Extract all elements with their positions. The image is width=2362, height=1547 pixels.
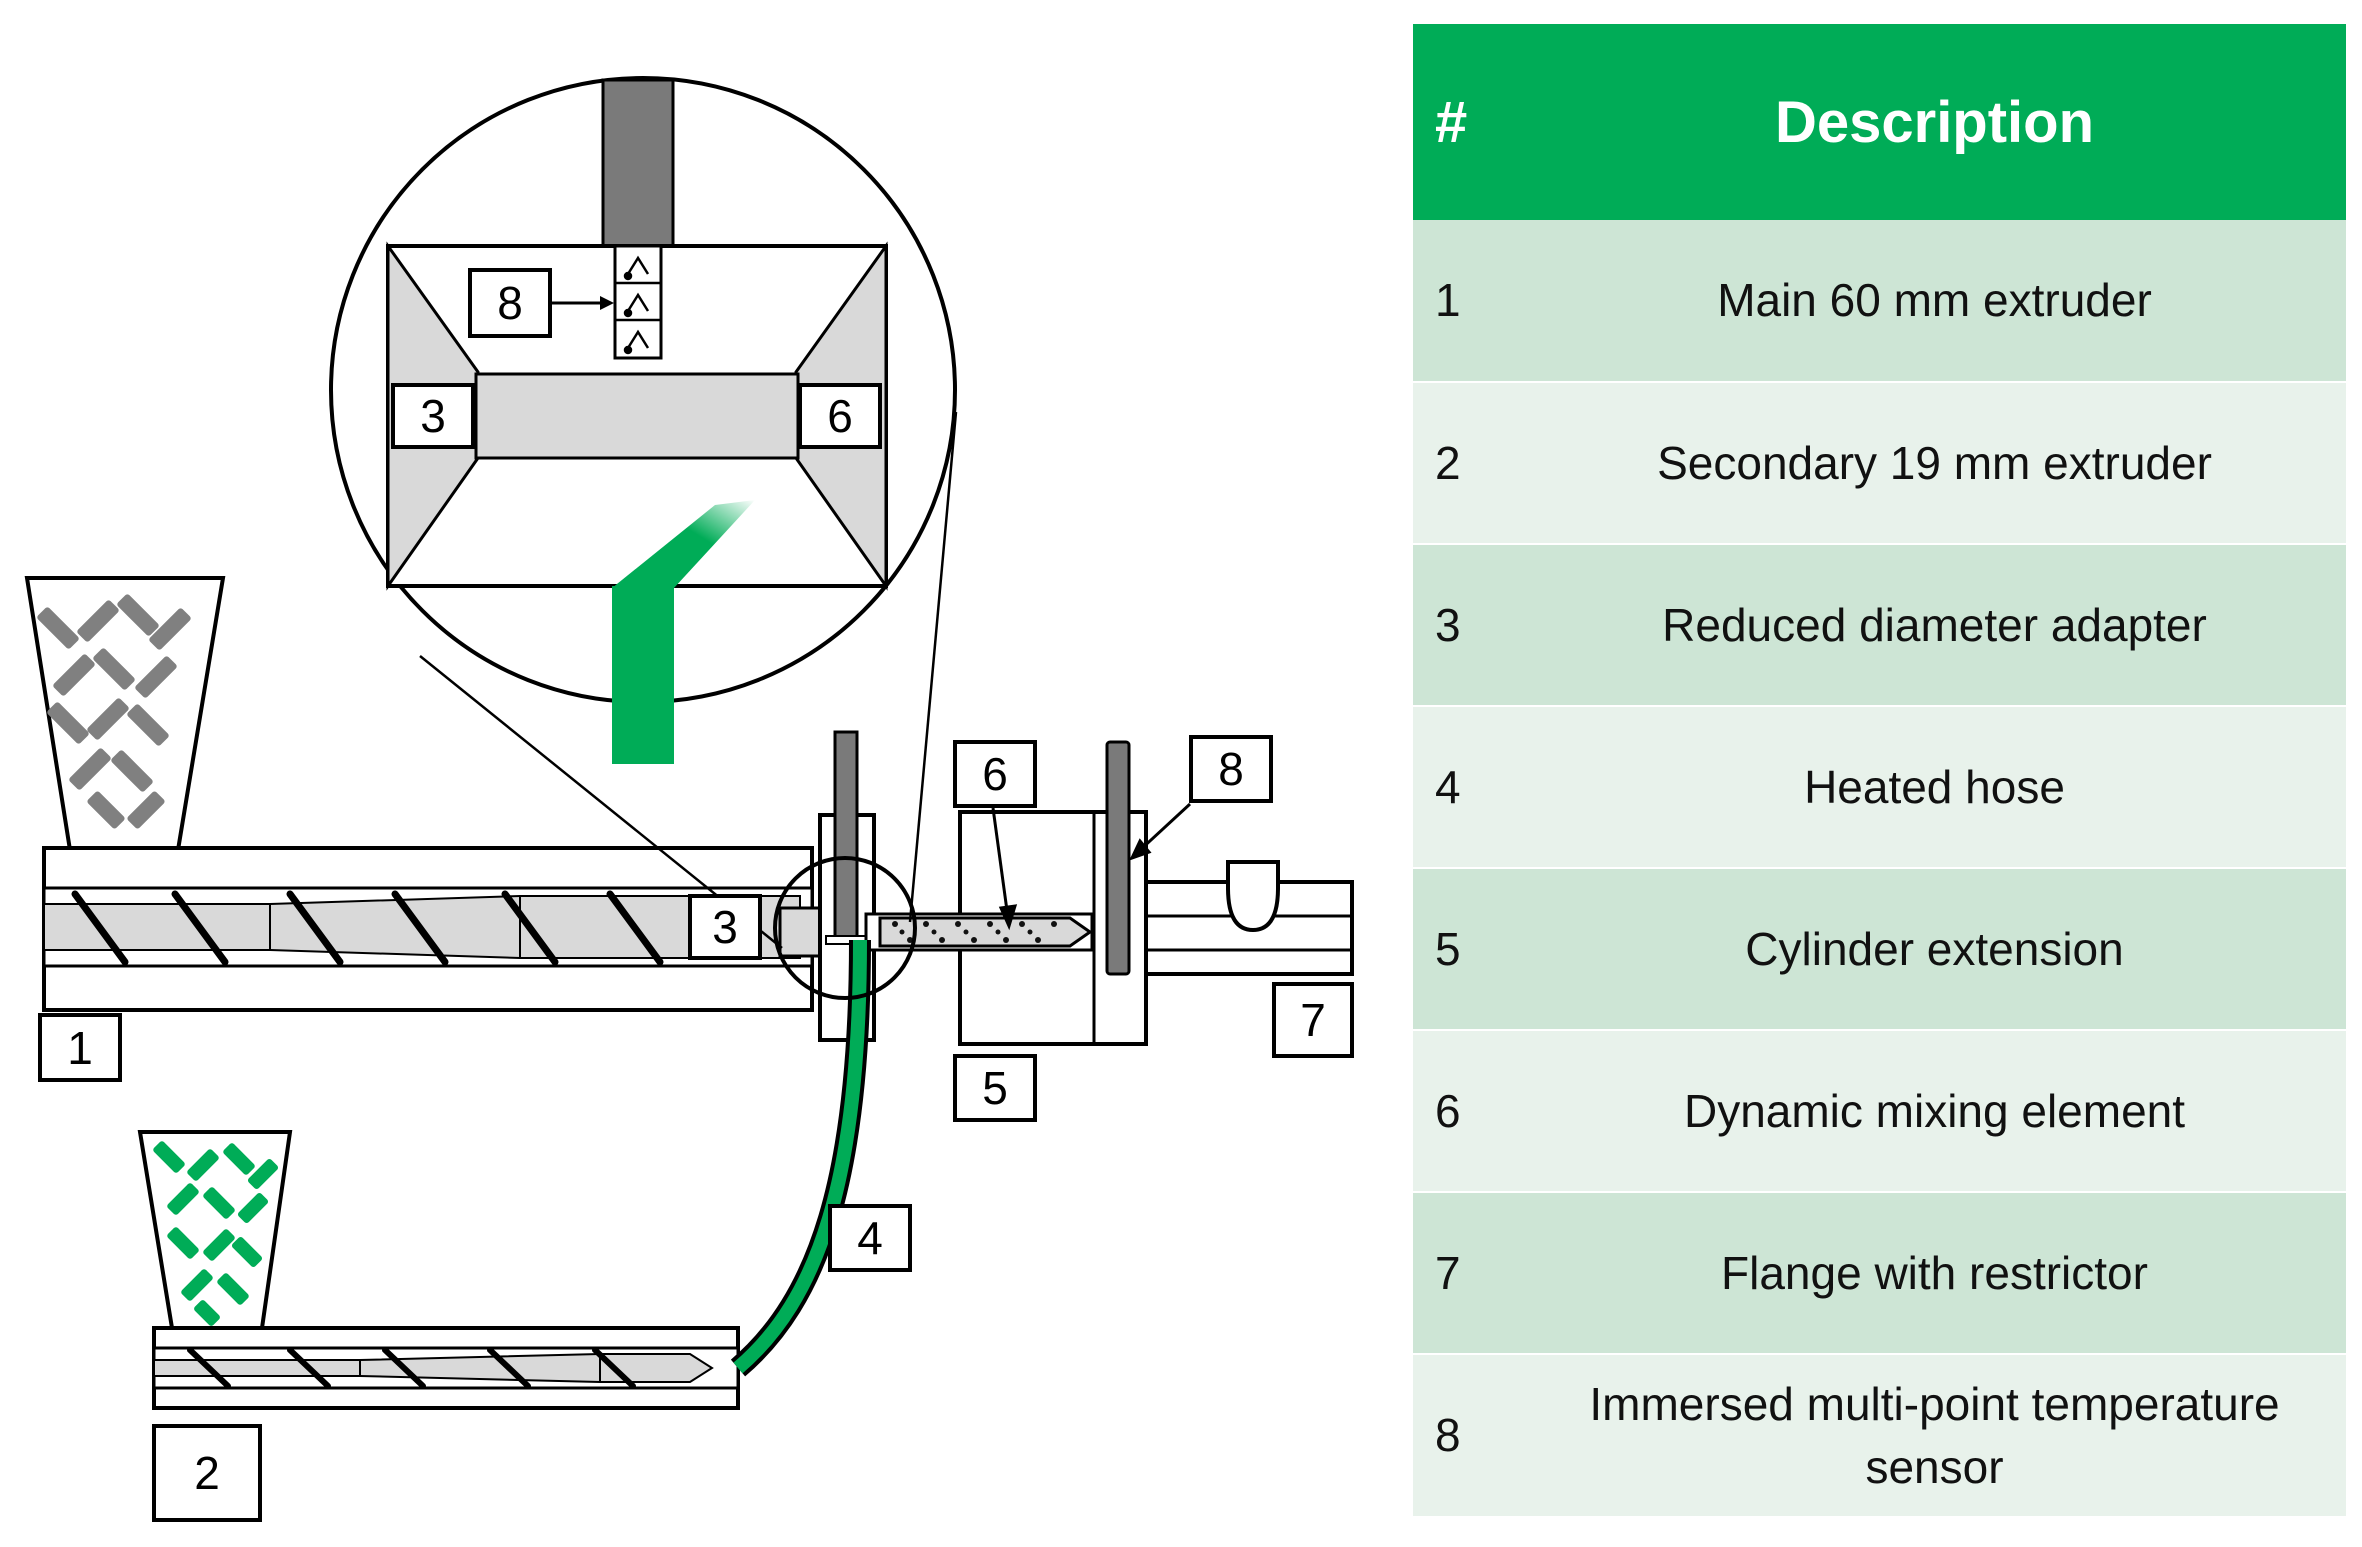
callout-1-text: 1 [67,1022,93,1074]
row-description: Flange with restrictor [1721,1246,2148,1299]
row-number: 1 [1435,274,1461,327]
main-extruder [42,846,814,1012]
row-number: 2 [1435,436,1461,489]
row-number: 7 [1435,1246,1461,1299]
zoom-callout-8-text: 8 [497,277,523,329]
callout-6: 6 [953,740,1037,808]
zoom-callout-8: 8 [468,268,552,338]
row-description: Heated hose [1804,760,2065,813]
table-row: 1 Main 60 mm extruder [1413,220,2346,382]
header-description: Description [1774,89,2095,155]
callout-3-text: 3 [712,901,738,953]
main-hopper [24,576,226,852]
legend-header-row: # Description [1413,24,2346,220]
callout-1: 1 [38,1013,122,1082]
header-number: # [1435,89,1468,155]
row-description: Main 60 mm extruder [1717,274,2152,327]
zoom-callout-6-text: 6 [827,390,853,442]
row-number: 8 [1435,1409,1461,1462]
callout-6-text: 6 [982,748,1008,800]
table-row: 6 Dynamic mixing element [1413,1030,2346,1192]
row-number: 5 [1435,922,1461,975]
table-row: 7 Flange with restrictor [1413,1192,2346,1354]
secondary-extruder [152,1326,740,1410]
flange-sensor-rod [1105,740,1131,976]
callout-7-text: 7 [1300,994,1326,1046]
sensor-point-icon [615,255,661,355]
row-number: 6 [1435,1084,1461,1137]
zoom-callout-3-text: 3 [420,390,446,442]
extruder-diagram: 1 2 3 4 5 6 7 8 8 3 6 [24,76,1354,1522]
callout-3: 3 [688,894,762,960]
callout-2-text: 2 [194,1447,220,1499]
callout-arrows [991,802,1192,931]
row-number: 4 [1435,760,1461,813]
zoom-detail [329,76,957,764]
zoom-callout-3: 3 [391,383,475,449]
zoom-callout-6: 6 [798,383,882,449]
secondary-screw [154,1348,714,1388]
flange-restrictor [1144,860,1354,976]
callout-4-text: 4 [857,1212,883,1264]
callout-4: 4 [828,1204,912,1272]
table-row: 3 Reduced diameter adapter [1413,544,2346,706]
callout-5: 5 [953,1054,1037,1122]
table-row: 5 Cylinder extension [1413,868,2346,1030]
table-row: 8 Immersed multi-point temperature senso… [1413,1354,2346,1516]
callout-2: 2 [152,1424,262,1522]
row-description: Secondary 19 mm extruder [1657,436,2212,489]
row-description: Dynamic mixing element [1683,1084,2186,1137]
table-row: 4 Heated hose [1413,706,2346,868]
mixing-passage [864,912,1094,952]
table-row: 2 Secondary 19 mm extruder [1413,382,2346,544]
legend-table: # Description 1 Main 60 mm extruder 2 Se… [1413,24,2346,1516]
callout-8: 8 [1189,735,1273,803]
callout-7: 7 [1272,982,1354,1058]
row-number: 3 [1435,598,1461,651]
row-description: Cylinder extension [1745,922,2124,975]
row-description: Reduced diameter adapter [1662,598,2207,651]
main-screw [44,890,801,966]
callout-5-text: 5 [982,1062,1008,1114]
row-description: Immersed multi-point temperature sensor [1589,1378,2280,1493]
secondary-hopper [137,1130,293,1330]
callout-8-text: 8 [1218,743,1244,795]
